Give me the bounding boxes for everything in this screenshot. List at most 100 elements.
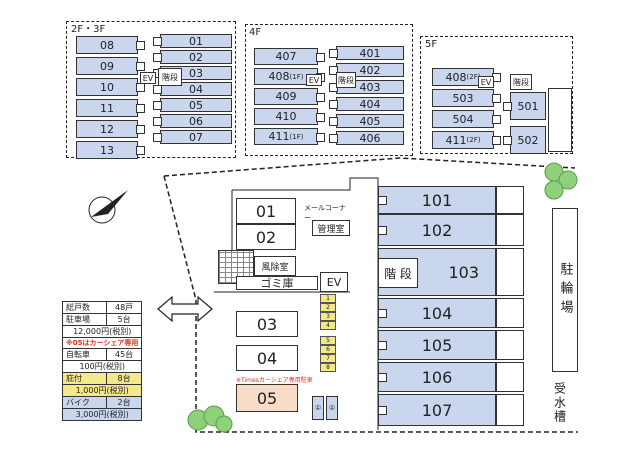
unit-number: 103: [448, 262, 479, 282]
entrance-double-arrow-icon: [157, 295, 213, 323]
windbreak-room: 風除室: [254, 256, 296, 276]
unit-12: 12: [76, 120, 138, 138]
unit-balcony: [496, 248, 524, 296]
bike-slot-7: 7: [320, 354, 336, 363]
mail-corner: メールコーナー: [304, 204, 348, 222]
unit-number: 08: [100, 38, 114, 52]
unit-411-1F: 411(1F): [254, 128, 318, 145]
unit-01: 01: [160, 34, 232, 48]
door-marker: [329, 134, 338, 143]
unit-401: 401: [336, 46, 404, 60]
unit-number: 503: [452, 91, 474, 105]
unit-number: 403: [359, 80, 381, 94]
north-arrow-icon: [88, 190, 128, 224]
unit-06: 06: [160, 114, 232, 128]
door-marker: [153, 85, 162, 94]
stairs-4f: 階段: [336, 72, 356, 88]
unit-number: 401: [359, 46, 381, 60]
unit-floor-note: (1F): [289, 132, 304, 141]
door-marker: [492, 136, 501, 145]
door-marker: [378, 196, 387, 205]
ev-5f: EV: [478, 76, 494, 88]
door-marker: [136, 62, 145, 71]
summary-row: 1,000円(税別): [61, 384, 143, 397]
unit-number: 06: [189, 114, 203, 128]
tree-icon-top-right: [544, 162, 578, 200]
unit-104: 104: [378, 298, 496, 328]
floor-5f-plan: [420, 36, 573, 154]
summary-label: バイク: [62, 396, 107, 409]
summary-value: 2台: [105, 396, 143, 409]
bike-slot-4: 4: [320, 321, 336, 330]
bike-slot-6: 6: [320, 345, 336, 354]
summary-value: 45台: [105, 348, 143, 361]
unit-number: 102: [421, 220, 453, 240]
unit-number: 106: [421, 367, 453, 387]
unit-balcony: [496, 362, 524, 392]
summary-price: 12,000円(税別): [61, 325, 143, 338]
unit-101: 101: [378, 186, 496, 214]
unit-balcony: [496, 330, 524, 360]
summary-price: 3,000円(税別): [61, 408, 143, 421]
door-marker: [329, 117, 338, 126]
unit-number: 09: [100, 59, 114, 73]
floor-label-2f-3f: 2F・3F: [71, 24, 106, 35]
unit-number: 105: [421, 335, 453, 355]
summary-value: 48戸: [105, 301, 143, 314]
ev-4f: EV: [306, 74, 322, 86]
door-marker: [153, 133, 162, 142]
summary-row: 12,000円(税別): [61, 325, 143, 338]
floor-2f-3f-plan: [66, 21, 236, 158]
motorbike-slot-2: ①: [326, 396, 338, 420]
door-marker: [136, 104, 145, 113]
unit-107: 107: [378, 394, 496, 426]
unit-number: 410: [275, 110, 297, 123]
summary-price: 1,000円(税別): [61, 384, 143, 397]
summary-label: 庇付: [62, 372, 107, 385]
unit-number: 104: [421, 303, 453, 323]
unit-number: 502: [517, 133, 539, 147]
summary-label: 駐車場: [62, 313, 107, 326]
unit-501: 501: [510, 92, 546, 120]
unit-number: 408: [268, 70, 290, 83]
parking-space-01: 01: [236, 198, 296, 224]
unit-number: 101: [421, 190, 453, 210]
unit-number: 411: [445, 133, 467, 147]
unit-balcony: [496, 186, 524, 214]
door-marker: [316, 52, 325, 62]
times-car-share-note: ※Timesカーシェア専用駐車: [236, 377, 313, 384]
unit-number: 504: [452, 112, 474, 126]
bike-slot-1: 1: [320, 294, 336, 303]
unit-balcony: [496, 214, 524, 246]
elevator-ground: EV: [320, 272, 348, 292]
door-marker: [378, 373, 387, 382]
motorbike-slot-1: ①: [312, 396, 324, 420]
door-marker: [378, 226, 387, 235]
unit-number: 13: [100, 143, 114, 157]
unit-407: 407: [254, 48, 318, 65]
door-marker: [492, 115, 501, 124]
door-marker: [329, 66, 338, 75]
door-marker: [378, 341, 387, 350]
unit-409: 409: [254, 88, 318, 105]
unit-number: 10: [100, 80, 114, 94]
floor-label-4f: 4F: [249, 27, 262, 38]
water-tank-label: 受水槽: [552, 382, 567, 424]
unit-08: 08: [76, 36, 138, 54]
door-marker: [153, 53, 162, 62]
summary-label: 自転車: [62, 348, 107, 361]
door-marker: [503, 102, 512, 111]
unit-07: 07: [160, 130, 232, 144]
unit-number: 04: [189, 82, 203, 96]
unit-102: 102: [378, 214, 496, 246]
unit-404: 404: [336, 97, 404, 111]
door-marker: [136, 146, 145, 155]
tree-icon-bottom-left: [187, 405, 233, 433]
unit-13: 13: [76, 141, 138, 159]
unit-floor-note: (2F): [466, 73, 481, 81]
